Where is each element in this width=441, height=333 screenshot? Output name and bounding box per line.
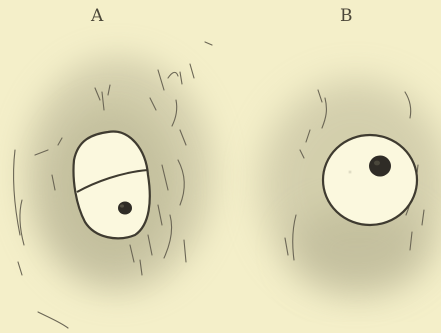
round-cell	[323, 135, 417, 225]
cytoplasm-granule	[349, 171, 351, 173]
panel-b	[260, 80, 441, 295]
nucleus-b	[369, 156, 391, 177]
nucleus-a	[118, 202, 132, 215]
nucleus-b-highlight	[374, 161, 380, 166]
panel-a	[14, 42, 213, 328]
nucleus-a-highlight	[120, 204, 124, 207]
dividing-cell	[73, 132, 149, 239]
cell-outline-a	[73, 132, 149, 239]
cell-outline-b	[323, 135, 417, 225]
